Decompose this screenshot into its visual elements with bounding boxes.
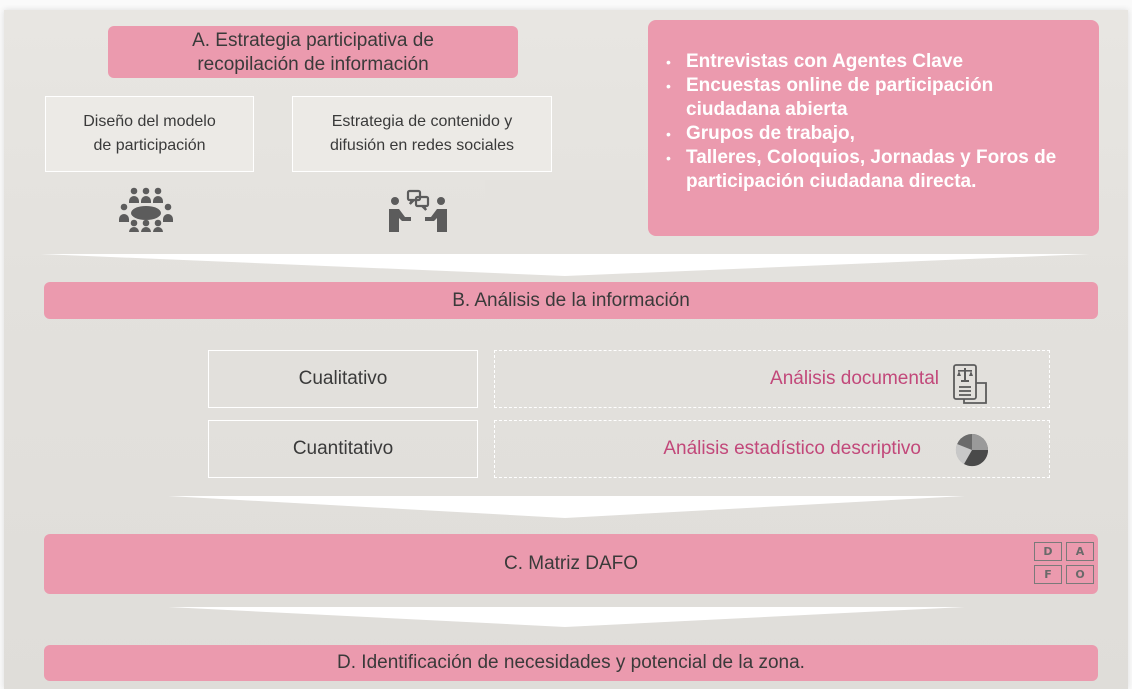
section-a-title: A. Estrategia participativa de recopilac… xyxy=(108,26,518,78)
people-meeting-icon xyxy=(119,187,173,232)
participation-model-box: Diseño del modelo de participación xyxy=(45,96,254,172)
section-a-title-line2: recopilación de información xyxy=(197,54,429,75)
participation-model-line2: de participación xyxy=(93,137,206,154)
dafo-letter-d: D xyxy=(1034,542,1062,561)
bullet-item: Talleres, Coloquios, Jornadas y Foros de… xyxy=(664,146,1089,194)
documentary-analysis-label: Análisis documental xyxy=(770,368,939,389)
participation-methods-box: Entrevistas con Agentes Clave Encuestas … xyxy=(648,20,1099,236)
social-media-strategy-line1: Estrategia de contenido y xyxy=(331,113,513,130)
social-media-strategy-box: Estrategia de contenido y difusión en re… xyxy=(292,96,552,172)
bullet-item: Entrevistas con Agentes Clave xyxy=(664,50,1089,74)
dafo-letter-o: O xyxy=(1066,565,1094,584)
pie-chart-icon xyxy=(955,434,989,467)
quantitative-box: Cuantitativo xyxy=(208,420,478,478)
bullet-item: Grupos de trabajo, xyxy=(664,122,1089,146)
down-arrow-1 xyxy=(40,254,1090,276)
document-scale-icon xyxy=(953,364,987,404)
section-b-title: B. Análisis de la información xyxy=(44,282,1098,319)
down-arrow-3 xyxy=(168,607,965,627)
bullet-item: Encuestas online de participación ciudad… xyxy=(664,74,1089,122)
section-c-title: C. Matriz DAFO xyxy=(44,534,1098,594)
dafo-letter-a: A xyxy=(1066,542,1094,561)
background-shade xyxy=(485,180,645,244)
documentary-analysis-box: Análisis documental xyxy=(494,350,1050,408)
dafo-letter-f: F xyxy=(1034,565,1062,584)
section-d-title: D. Identificación de necesidades y poten… xyxy=(44,645,1098,681)
down-arrow-2 xyxy=(168,496,965,518)
discussion-icon xyxy=(389,189,447,232)
social-media-strategy-line2: difusión en redes sociales xyxy=(329,137,515,154)
participation-model-line1: Diseño del modelo xyxy=(83,113,216,130)
statistical-analysis-label: Análisis estadístico descriptivo xyxy=(663,438,921,459)
section-a-title-line1: A. Estrategia participativa de xyxy=(192,30,434,51)
dafo-icon: D A F O xyxy=(1034,542,1098,586)
qualitative-box: Cualitativo xyxy=(208,350,478,408)
statistical-analysis-box: Análisis estadístico descriptivo xyxy=(494,420,1050,478)
